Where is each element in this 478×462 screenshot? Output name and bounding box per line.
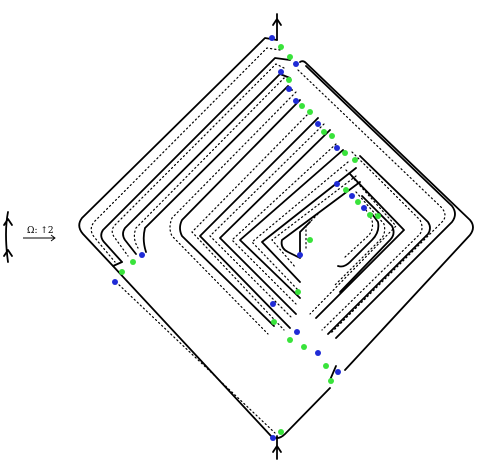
blue-dot — [335, 369, 341, 375]
outer-diamond — [78, 37, 474, 439]
green-dot — [119, 269, 125, 275]
long-dotted-diagonal — [115, 281, 276, 434]
left-loop-2-dotted — [111, 63, 285, 257]
blue-dot — [270, 301, 276, 307]
top-strand — [272, 13, 282, 41]
green-dot — [352, 157, 358, 163]
blue-dot — [294, 329, 300, 335]
right-loop-3-dotted — [309, 169, 397, 315]
green-dot — [286, 77, 292, 83]
operation-label: Ω: ↑2 — [27, 226, 54, 236]
right-loop-3 — [315, 173, 405, 319]
left-loop-3-dotted — [133, 77, 289, 249]
spiral-core — [299, 221, 311, 253]
operation-arrow-head-icon — [50, 234, 56, 242]
green-dot — [307, 109, 313, 115]
green-dot — [307, 237, 313, 243]
blue-dot — [297, 252, 303, 258]
blue-dot — [270, 435, 276, 441]
blue-dot — [334, 181, 340, 187]
blue-dot — [278, 69, 284, 75]
spiral-1-dotted — [169, 91, 297, 335]
spiral-5-dotted — [251, 161, 349, 291]
right-loop-2-dotted — [321, 151, 423, 331]
crossing-dots — [112, 35, 381, 441]
green-dot — [301, 344, 307, 350]
right-loop-5 — [337, 213, 380, 268]
right-loops — [297, 65, 456, 381]
green-dot — [329, 133, 335, 139]
right-loop-1 — [305, 65, 456, 339]
spiral-4-dotted — [231, 143, 337, 305]
spiral-6 — [280, 181, 361, 259]
right-loop-5-dotted — [343, 209, 374, 259]
green-dot — [343, 187, 349, 193]
blue-dot — [139, 252, 145, 258]
spiral-core-dotted — [305, 213, 319, 249]
right-loop-1-dotted — [297, 69, 446, 335]
spiral-6-dotted — [271, 175, 357, 269]
green-dot — [323, 363, 329, 369]
right-loop-2 — [327, 155, 431, 335]
spiral-4 — [239, 149, 344, 299]
green-dot — [299, 103, 305, 109]
left-loop-3 — [142, 85, 293, 253]
spiral-2-dotted — [191, 111, 311, 331]
blue-dot — [293, 61, 299, 67]
left-loop-1 — [100, 57, 291, 263]
green-dot — [342, 150, 348, 156]
spiral-2 — [199, 117, 319, 329]
blue-dot — [112, 279, 118, 285]
green-dot — [287, 54, 293, 60]
blue-dot — [334, 145, 340, 151]
spiral-3 — [219, 129, 331, 315]
bottom-strand — [272, 435, 282, 460]
green-dot — [278, 429, 284, 435]
input-strand-arrow-icon — [3, 218, 13, 226]
blue-dot — [361, 205, 367, 211]
green-dot — [375, 213, 381, 219]
right-loop-4-dotted — [333, 191, 386, 287]
input-strand-arrow-icon-2 — [3, 249, 13, 257]
input-strand — [3, 211, 13, 263]
spiral-1 — [179, 99, 301, 327]
left-loop-2 — [122, 73, 291, 255]
left-loops — [90, 47, 293, 267]
green-dot — [271, 319, 277, 325]
left-loop-join — [112, 261, 123, 267]
blue-dot — [315, 121, 321, 127]
green-dot — [355, 199, 361, 205]
input-strand-line — [5, 211, 9, 263]
blue-dot — [349, 193, 355, 199]
left-loop-1-dotted — [90, 47, 281, 263]
bottom-arrow-icon — [272, 445, 282, 453]
green-dot — [130, 259, 136, 265]
blue-dot — [293, 98, 299, 104]
spiral-3-dotted — [209, 123, 325, 319]
spiral-squares — [169, 91, 361, 335]
blue-dot — [269, 35, 275, 41]
spiral-5 — [261, 167, 357, 283]
right-loop-join — [329, 365, 337, 381]
blue-dot — [315, 350, 321, 356]
green-dot — [321, 129, 327, 135]
green-dot — [328, 378, 334, 384]
green-dot — [287, 337, 293, 343]
green-dot — [367, 212, 373, 218]
top-arrow-icon — [272, 18, 282, 26]
right-loop-4 — [339, 195, 395, 293]
green-dot — [278, 44, 284, 50]
green-dot — [295, 289, 301, 295]
blue-dot — [286, 86, 292, 92]
operation-arrow: Ω: ↑2 — [23, 226, 56, 242]
